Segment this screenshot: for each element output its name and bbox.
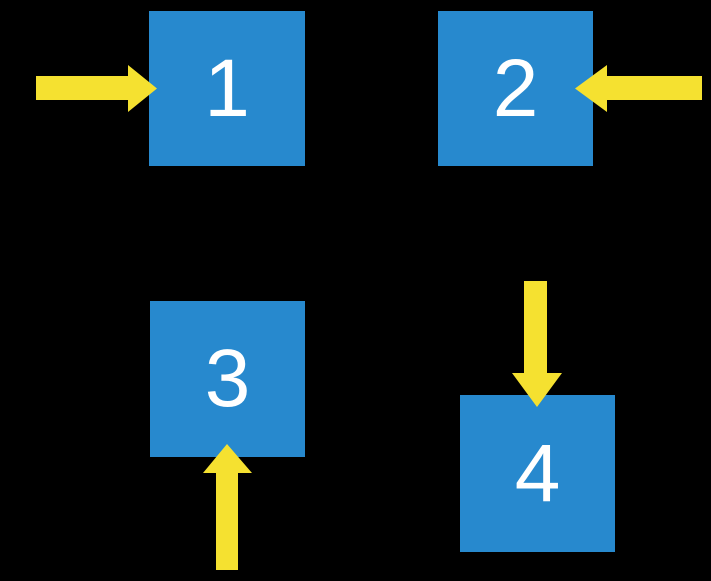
arrow-down-icon [512,281,562,407]
arrow-left-icon [575,65,702,112]
box-3-label: 3 [204,333,251,424]
box-3: 3 [150,301,305,457]
box-2-label: 2 [492,42,539,134]
arrow-up-icon [203,444,252,570]
box-2: 2 [438,11,593,166]
box-4-label: 4 [514,427,561,519]
box-1-label: 1 [204,42,250,134]
arrow-right-icon [36,65,157,112]
box-1: 1 [149,11,305,166]
box-4: 4 [460,395,615,552]
